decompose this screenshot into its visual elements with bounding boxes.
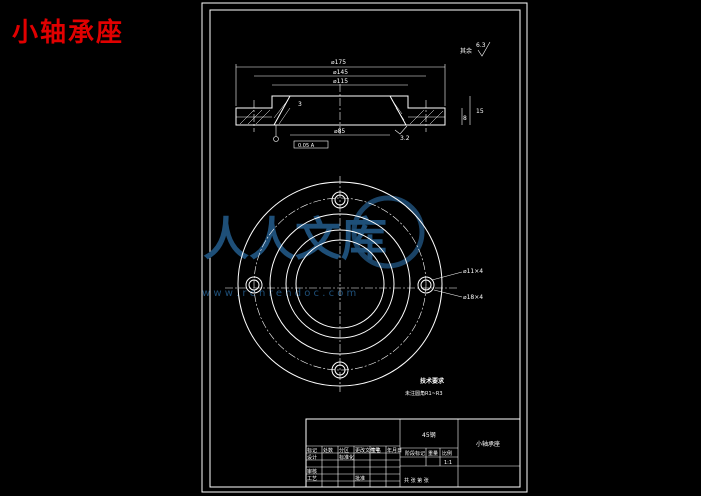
dim-d85: ⌀85 bbox=[334, 128, 345, 135]
tech-req-title: 技术要求 bbox=[420, 377, 445, 385]
stage-label: 阶段标记 bbox=[405, 450, 425, 457]
dim-d175: ⌀175 bbox=[331, 59, 346, 66]
dim-h15: 15 bbox=[476, 108, 484, 115]
scale-label: 比例 bbox=[442, 450, 452, 457]
header-count: 处数 bbox=[323, 447, 333, 454]
part-name-label: 小轴承座 bbox=[476, 440, 500, 448]
title-block: 45钢 小轴承座 阶段标记 重量 比例 1:1 共 张 第 张 标记 设计 审核… bbox=[305, 418, 521, 488]
dim-hole-18: ⌀18×4 bbox=[463, 294, 483, 301]
tolerance-value: 0.05 A bbox=[298, 143, 315, 149]
datum-a-marker bbox=[273, 136, 279, 142]
row-label-mark: 标记 bbox=[307, 447, 317, 454]
tech-req-text: 未注圆角R1~R3 bbox=[405, 390, 443, 397]
dim-chamfer: 3 bbox=[298, 101, 302, 108]
sheet-label: 共 张 第 张 bbox=[404, 477, 429, 484]
roughness-symbol: 其余 6.3 bbox=[460, 41, 491, 57]
header-date: 年月日 bbox=[387, 447, 402, 454]
roughness-note: 其余 bbox=[460, 47, 472, 55]
section-hatching bbox=[239, 99, 444, 125]
plan-view: ⌀11×4 ⌀18×4 bbox=[225, 176, 483, 392]
outer-border bbox=[201, 2, 528, 493]
dim-hole-11: ⌀11×4 bbox=[463, 268, 483, 275]
row-label-process: 工艺 bbox=[307, 476, 317, 482]
header-zone: 分区 bbox=[339, 447, 349, 454]
dim-d145: ⌀145 bbox=[333, 69, 348, 76]
std-label: 标准化 bbox=[339, 454, 354, 461]
header-sign: 签名 bbox=[371, 447, 381, 454]
dim-d115: ⌀115 bbox=[333, 78, 348, 85]
bolt-holes bbox=[245, 191, 435, 379]
watermark-text: 人人文库 bbox=[203, 212, 387, 266]
material-label: 45钢 bbox=[422, 431, 436, 439]
approve-label: 批准 bbox=[355, 475, 365, 482]
weight-label: 重量 bbox=[428, 450, 438, 457]
watermark: 人人文库 w w w . r e n r e n d o c . c o m bbox=[202, 195, 425, 299]
section-view: ⌀175 ⌀145 ⌀115 ⌀85 15 8 3 3.2 0.05 A bbox=[235, 59, 484, 149]
drawing-title: 小轴承座 bbox=[12, 18, 125, 48]
roughness-value: 6.3 bbox=[476, 42, 486, 49]
row-label-review: 审核 bbox=[307, 468, 317, 475]
tolerance-frame bbox=[293, 140, 329, 149]
dim-roughness-32: 3.2 bbox=[400, 135, 410, 142]
header-change-doc: 更改文件号 bbox=[355, 447, 380, 454]
row-label-design: 设计 bbox=[307, 454, 317, 461]
watermark-url: w w w . r e n r e n d o c . c o m bbox=[202, 288, 356, 299]
scale-value: 1:1 bbox=[444, 460, 452, 466]
dim-h8: 8 bbox=[463, 115, 467, 122]
